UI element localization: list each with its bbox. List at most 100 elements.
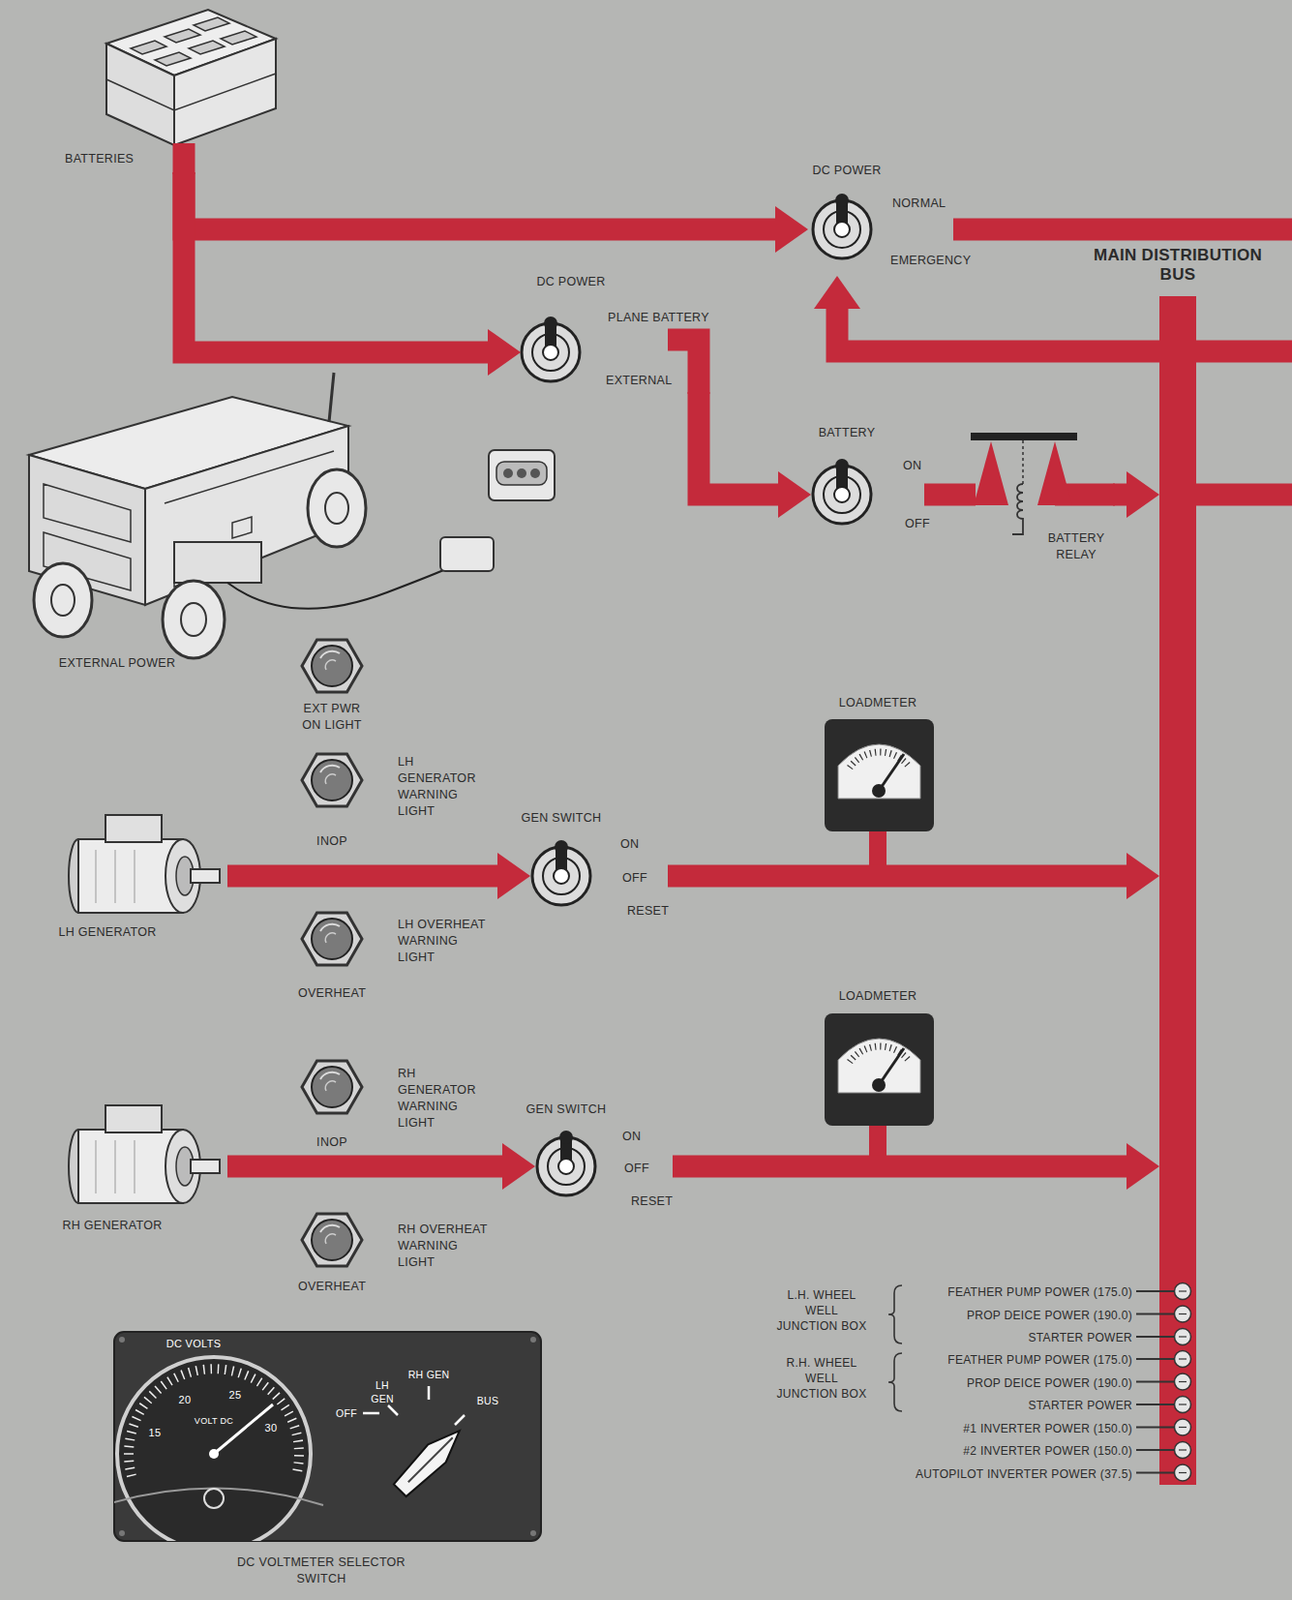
label-text: FEATHER PUMP POWER (175.0) bbox=[947, 1352, 1133, 1368]
label-text: EXT PWR ON LIGHT bbox=[293, 700, 371, 734]
loadmeter: LOADMETER bbox=[817, 689, 939, 835]
generator: RH GENERATOR bbox=[58, 1088, 228, 1239]
generators bbox=[68, 814, 220, 1203]
wire-line bbox=[227, 1155, 504, 1178]
label-text: EXTERNAL bbox=[605, 372, 672, 390]
loadmeter: LOADMETER bbox=[817, 982, 939, 1128]
label-text: L.H. WHEEL WELL JUNCTION BOX bbox=[773, 1287, 871, 1335]
label-text: PROP DEICE POWER (190.0) bbox=[966, 1307, 1133, 1323]
label-text: RESET bbox=[627, 902, 669, 920]
label-text: LH GENERATOR WARNING LIGHT bbox=[397, 753, 495, 820]
label-text: RH OVERHEAT WARNING LIGHT bbox=[397, 1221, 495, 1271]
arrowhead bbox=[1126, 1142, 1160, 1190]
gen-switch: GEN SWITCHONOFFRESET bbox=[530, 803, 668, 925]
label-text: R.H. WHEEL WELL JUNCTION BOX bbox=[773, 1354, 871, 1403]
label-text: ON bbox=[902, 457, 922, 475]
label-text: RH GEN bbox=[408, 1367, 451, 1382]
main-bus: MAIN DISTRIBUTION BUS bbox=[1159, 296, 1197, 1485]
indicator-light: LH OVERHEAT WARNING LIGHTOVERHEAT bbox=[290, 900, 523, 1007]
label-text: ON bbox=[622, 1128, 641, 1145]
braces bbox=[888, 1285, 902, 1412]
indicator-light: RH GENERATOR WARNING LIGHTINOP bbox=[290, 1050, 523, 1152]
label-text: BATTERY RELAY bbox=[1042, 530, 1111, 564]
arrowhead bbox=[487, 329, 521, 376]
indicator-light: RH OVERHEAT WARNING LIGHT OVERHEAT bbox=[290, 1200, 523, 1302]
battery-illustration bbox=[106, 9, 276, 146]
power-wire bbox=[667, 852, 1160, 900]
dc-power-switch: DC POWERPLANE BATTERYEXTERNAL bbox=[520, 270, 707, 392]
battery-switch: BATTERYONOFF bbox=[811, 418, 925, 535]
label-text: OFF bbox=[624, 1160, 650, 1177]
label-text: BUS bbox=[477, 1393, 500, 1408]
label-text: LH GENERATOR bbox=[58, 924, 156, 941]
label-text: FEATHER PUMP POWER (175.0) bbox=[947, 1284, 1133, 1300]
power-wire bbox=[227, 852, 531, 900]
label-text: 30 bbox=[265, 1420, 278, 1436]
label-text: #1 INVERTER POWER (150.0) bbox=[962, 1420, 1133, 1437]
wire-line bbox=[227, 865, 499, 888]
generator: LH GENERATOR bbox=[58, 798, 228, 944]
label-text: DC POWER bbox=[536, 273, 605, 291]
battery-pack: BATTERIES bbox=[58, 0, 281, 173]
label-text: LOADMETER bbox=[839, 988, 918, 1005]
power-wire bbox=[183, 172, 809, 253]
arrowhead bbox=[1126, 852, 1160, 900]
label-text: GEN SWITCH bbox=[521, 810, 602, 827]
label-text: DC VOLTS bbox=[166, 1336, 222, 1352]
label-text: RESET bbox=[630, 1193, 673, 1210]
wire-line bbox=[667, 865, 1128, 888]
voltmeter-panel bbox=[104, 1331, 541, 1551]
external-power-cart: EXTERNAL POWER bbox=[4, 367, 392, 683]
label-text: VOLT DC bbox=[194, 1414, 234, 1427]
label-text: GEN SWITCH bbox=[526, 1101, 607, 1118]
label-text: OVERHEAT bbox=[298, 985, 366, 1002]
label-text: OFF bbox=[904, 515, 931, 533]
wire-line bbox=[183, 172, 489, 353]
circuit-breakers bbox=[1136, 1283, 1192, 1482]
label-text: RH GENERATOR bbox=[61, 1217, 162, 1234]
label-text: STARTER POWER bbox=[1028, 1329, 1133, 1346]
label-text: ON bbox=[620, 836, 639, 853]
label-text: EMERGENCY bbox=[890, 252, 971, 270]
dc-power-switch: DC POWER NORMAL EMERGENCY bbox=[808, 154, 978, 276]
label-text: AUTOPILOT INVERTER POWER (37.5) bbox=[915, 1466, 1133, 1482]
power-wire bbox=[227, 1142, 536, 1190]
wire-line bbox=[837, 307, 1160, 352]
label-text: LOADMETER bbox=[839, 694, 918, 712]
relay-symbol bbox=[970, 432, 1078, 535]
indicator-light: EXT PWR ON LIGHT bbox=[290, 630, 378, 736]
label-text: 25 bbox=[229, 1387, 242, 1403]
label-text: 15 bbox=[149, 1425, 162, 1441]
dc-voltmeter-panel: DC VOLTS15202530VOLT DCOFFLH GENRH GENBU… bbox=[114, 1331, 541, 1541]
power-wire bbox=[183, 172, 521, 376]
label-text: OVERHEAT bbox=[298, 1278, 366, 1295]
label-text: DC POWER bbox=[811, 162, 881, 180]
wire-line bbox=[698, 391, 780, 495]
arrowhead bbox=[775, 206, 809, 253]
wire-line bbox=[924, 483, 976, 507]
label-text: PROP DEICE POWER (190.0) bbox=[966, 1375, 1133, 1391]
label-text: LH GEN bbox=[367, 1378, 397, 1406]
power-wire bbox=[672, 1142, 1160, 1190]
indicator-light: LH GENERATOR WARNING LIGHT INOP bbox=[290, 740, 523, 857]
power-wire bbox=[924, 494, 976, 496]
wire-line bbox=[183, 172, 777, 230]
power-wire bbox=[813, 275, 1160, 352]
label-text: INOP bbox=[316, 833, 348, 850]
arrowhead bbox=[778, 471, 812, 518]
power-wire bbox=[698, 391, 812, 518]
label-text: BATTERIES bbox=[64, 150, 134, 168]
label-text: DC VOLTMETER SELECTOR SWITCH bbox=[219, 1554, 423, 1588]
external-power-cart bbox=[29, 372, 555, 659]
loadmeters bbox=[824, 719, 934, 1126]
arrowhead bbox=[813, 275, 861, 309]
battery-relay: BATTERY RELAY bbox=[975, 425, 1113, 567]
label-text: #2 INVERTER POWER (150.0) bbox=[962, 1442, 1133, 1459]
label-text: EXTERNAL POWER bbox=[59, 655, 176, 672]
toggle-switches bbox=[521, 193, 872, 1196]
static-wires bbox=[173, 143, 1292, 1485]
label-text: RH GENERATOR WARNING LIGHT bbox=[397, 1065, 495, 1132]
label-text: OFF bbox=[622, 870, 648, 887]
power-wire bbox=[1112, 471, 1160, 518]
label-text: NORMAL bbox=[892, 195, 946, 212]
